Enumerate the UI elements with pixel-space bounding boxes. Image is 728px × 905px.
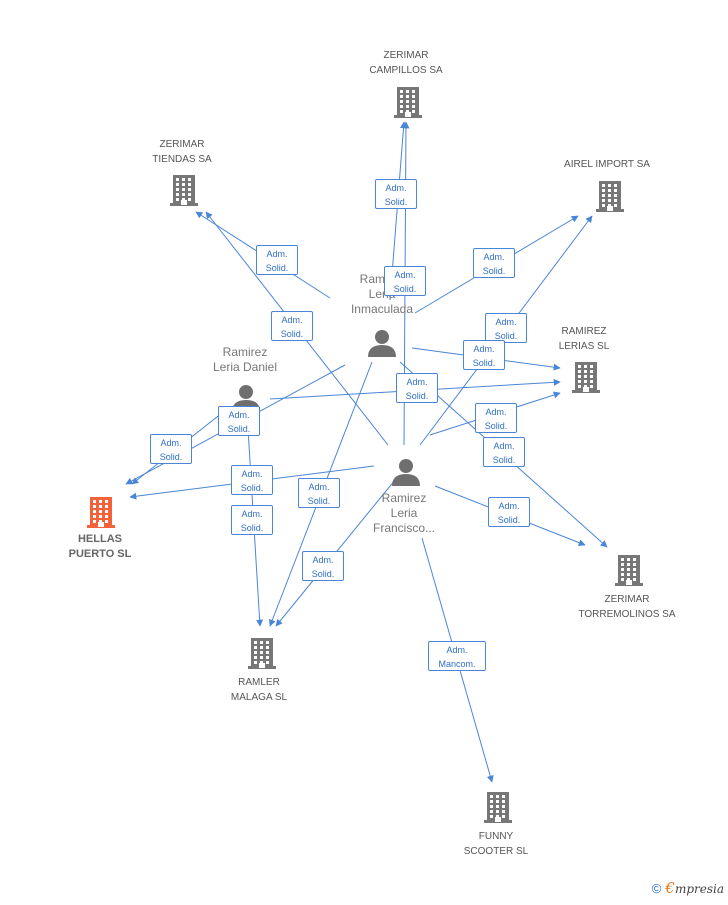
company-label-tiendas[interactable]: ZERIMAR TIENDAS SA [152,139,212,165]
building-icon[interactable] [247,636,277,675]
relation-label-e2[interactable]: Adm. Solid. [384,266,426,296]
company-label-funny[interactable]: FUNNY SCOOTER SL [463,831,529,857]
relation-label-e3[interactable]: Adm. Solid. [256,245,298,275]
relation-label-e11[interactable]: Adm. Solid. [488,497,530,527]
building-icon[interactable] [393,85,423,124]
relation-label-e12[interactable]: Adm. Solid. [150,434,192,464]
building-icon[interactable] [571,360,601,399]
company-label-lerias[interactable]: RAMIREZ LERIAS SL [558,326,610,352]
relation-label-e5[interactable]: Adm. Solid. [473,248,515,278]
relation-label-e16[interactable]: Adm. Solid. [298,478,340,508]
relation-label-e18[interactable]: Adm. Mancom. [428,641,486,671]
person-icon[interactable] [391,457,421,492]
copyright-symbol: © [651,880,662,896]
relation-label-e4[interactable]: Adm. Solid. [271,311,313,341]
building-icon[interactable] [614,553,644,592]
brand-logo[interactable]: €mpresia [665,879,724,897]
building-icon[interactable] [86,495,116,534]
company-label-campillos[interactable]: ZERIMAR CAMPILLOS SA [369,50,443,76]
relation-label-e15[interactable]: Adm. Solid. [231,505,273,535]
building-icon[interactable] [595,179,625,218]
company-label-airel[interactable]: AIREL IMPORT SA [564,159,650,170]
company-label-torremolinos[interactable]: ZERIMAR TORREMOLINOS SA [578,594,676,620]
building-icon[interactable] [483,790,513,829]
company-label-ramler[interactable]: RAMLER MALAGA SL [230,677,288,703]
relation-label-e9[interactable]: Adm. Solid. [475,403,517,433]
person-icon[interactable] [367,328,397,363]
relation-label-e10[interactable]: Adm. Solid. [483,437,525,467]
company-label-hellas[interactable]: HELLAS PUERTO SL [68,533,132,560]
person-label-daniel[interactable]: Ramirez Leria Daniel [212,345,278,374]
relation-label-e7[interactable]: Adm. Solid. [463,340,505,370]
relation-label-e13[interactable]: Adm. Solid. [218,406,260,436]
relation-label-e17[interactable]: Adm. Solid. [302,551,344,581]
relation-label-e1[interactable]: Adm. Solid. [375,179,417,209]
relation-label-e8[interactable]: Adm. Solid. [396,373,438,403]
footer-brand: © €mpresia [652,879,724,897]
relation-label-e6[interactable]: Adm. Solid. [485,313,527,343]
building-icon[interactable] [169,173,199,212]
relation-label-e14[interactable]: Adm. Solid. [231,465,273,495]
person-label-francisco[interactable]: Ramirez Leria Francisco... [372,491,436,535]
